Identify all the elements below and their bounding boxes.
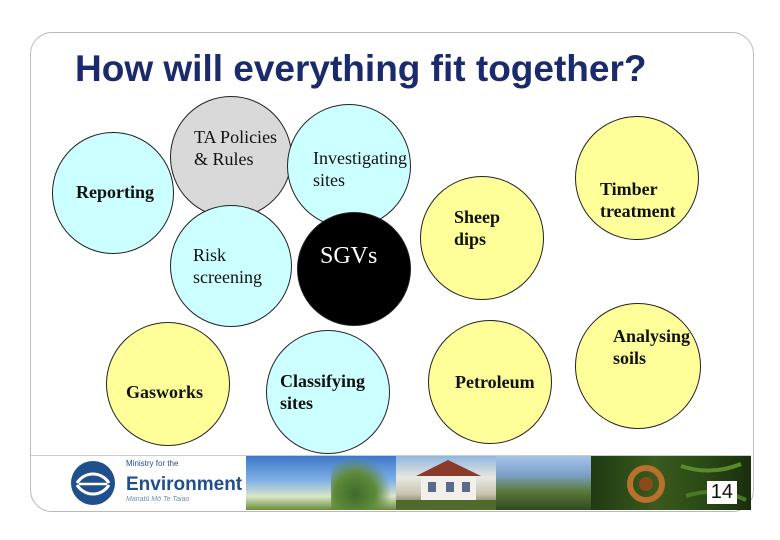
footer-band: Ministry for the Environment Manatū Mō T… <box>31 455 751 510</box>
logo-text-ministry: Ministry for the <box>126 459 179 468</box>
logo-text-environment: Environment <box>126 474 243 495</box>
photo-hills <box>496 456 591 510</box>
label-investigating: Investigating sites <box>313 148 407 190</box>
label-risk: Risk screening <box>193 245 262 287</box>
label-sgvs: SGVs <box>320 243 378 269</box>
logo-text-maori: Manatū Mō Te Taiao <box>126 496 190 503</box>
photo-house <box>396 456 496 510</box>
circle-ta-policies <box>170 96 292 218</box>
circle-analysing <box>575 303 701 429</box>
ministry-logo-icon <box>71 461 115 505</box>
circle-timber <box>575 116 699 240</box>
label-timber: Timber treatment <box>600 179 676 221</box>
label-petroleum: Petroleum <box>455 372 535 392</box>
slide-title: How will everything fit together? <box>75 48 647 89</box>
photo-trees <box>331 456 391 510</box>
circle-sheep <box>420 176 544 300</box>
circle-petroleum <box>428 320 552 444</box>
label-gasworks: Gasworks <box>126 382 204 402</box>
circle-sgvs <box>297 212 411 326</box>
label-reporting: Reporting <box>76 182 154 202</box>
circle-classifying <box>266 330 390 454</box>
page-number: 14 <box>706 481 737 504</box>
label-sheep: Sheep dips <box>454 207 501 249</box>
circle-gasworks <box>106 322 230 446</box>
circle-risk <box>170 205 292 327</box>
label-classifying: Classifying sites <box>280 371 366 413</box>
circle-reporting <box>52 132 174 254</box>
circle-investigating <box>287 104 411 228</box>
label-analysing: Analysing soils <box>613 326 691 368</box>
label-ta-policies: TA Policies & Rules <box>194 127 278 169</box>
